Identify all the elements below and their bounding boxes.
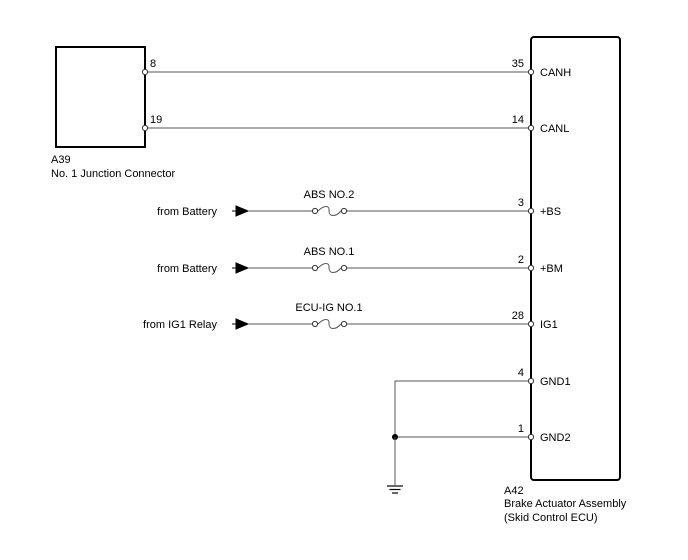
arrow-icon [232,262,250,274]
connector-pin-label: 19 [150,114,162,126]
fuse-terminal [340,320,348,328]
pin-marker [527,207,535,215]
pin-marker [527,68,535,76]
arrow-icon [232,318,250,330]
ecu-box [530,36,621,481]
source-label: from IG1 Relay [143,319,217,331]
ecu: A42 Brake Actuator Assembly (Skid Contro… [504,36,627,524]
ecu-subname: (Skid Control ECU) [504,512,598,524]
ground-line-gnd2: 1 GND2 [392,423,571,485]
ecu-terminal-label: GND2 [540,432,571,444]
ecu-pin-number: 28 [512,310,524,322]
pin-marker [527,433,535,441]
pin-marker [141,124,149,132]
fuse-terminal [311,320,319,328]
arrow-icon [232,205,250,217]
fuse-icon [317,263,342,273]
fuse-terminal [340,264,348,272]
fuse-label: ECU-IG NO.1 [295,302,362,314]
junction-connector-box [55,46,146,148]
can-line-high: 8 35 CANH [141,58,571,79]
ecu-terminal-label: +BS [540,206,561,218]
ecu-pin-number: 2 [518,254,524,266]
fuse-terminal [311,264,319,272]
power-line-bm: from Battery ABS NO.1 2 +BM [157,246,563,275]
pin-marker [527,377,535,385]
can-line-low: 19 14 CANL [141,114,569,135]
junction-connector: A39 No. 1 Junction Connector [51,46,175,180]
power-line-ig1: from IG1 Relay ECU-IG NO.1 28 IG1 [143,302,558,331]
connector-name: No. 1 Junction Connector [51,168,175,180]
fuse-icon [317,206,342,216]
ground-line-gnd1: 4 GND1 [394,367,571,437]
fuse-icon [317,319,342,329]
ecu-terminal-label: CANL [540,123,569,135]
ground-icon [387,485,403,494]
ecu-name: Brake Actuator Assembly [504,498,627,510]
source-label: from Battery [157,206,217,218]
ecu-code: A42 [504,485,524,497]
connector-code: A39 [51,154,71,166]
power-line-bs: from Battery ABS NO.2 3 +BS [157,189,561,218]
fuse-terminal [340,207,348,215]
ecu-terminal-label: CANH [540,67,571,79]
ecu-terminal-label: GND1 [540,376,571,388]
pin-marker [527,264,535,272]
wire [394,380,531,437]
ecu-pin-number: 1 [518,423,524,435]
connector-pin-label: 8 [150,58,156,70]
ecu-pin-number: 14 [512,114,524,126]
pin-marker [527,320,535,328]
ecu-terminal-label: +BM [540,263,563,275]
ecu-terminal-label: IG1 [540,319,558,331]
fuse-label: ABS NO.2 [304,189,355,201]
pin-marker [141,68,149,76]
ecu-pin-number: 4 [518,367,524,379]
pin-marker [527,124,535,132]
ecu-pin-number: 3 [518,197,524,209]
fuse-terminal [311,207,319,215]
source-label: from Battery [157,263,217,275]
ecu-pin-number: 35 [512,58,524,70]
fuse-label: ABS NO.1 [304,246,355,258]
